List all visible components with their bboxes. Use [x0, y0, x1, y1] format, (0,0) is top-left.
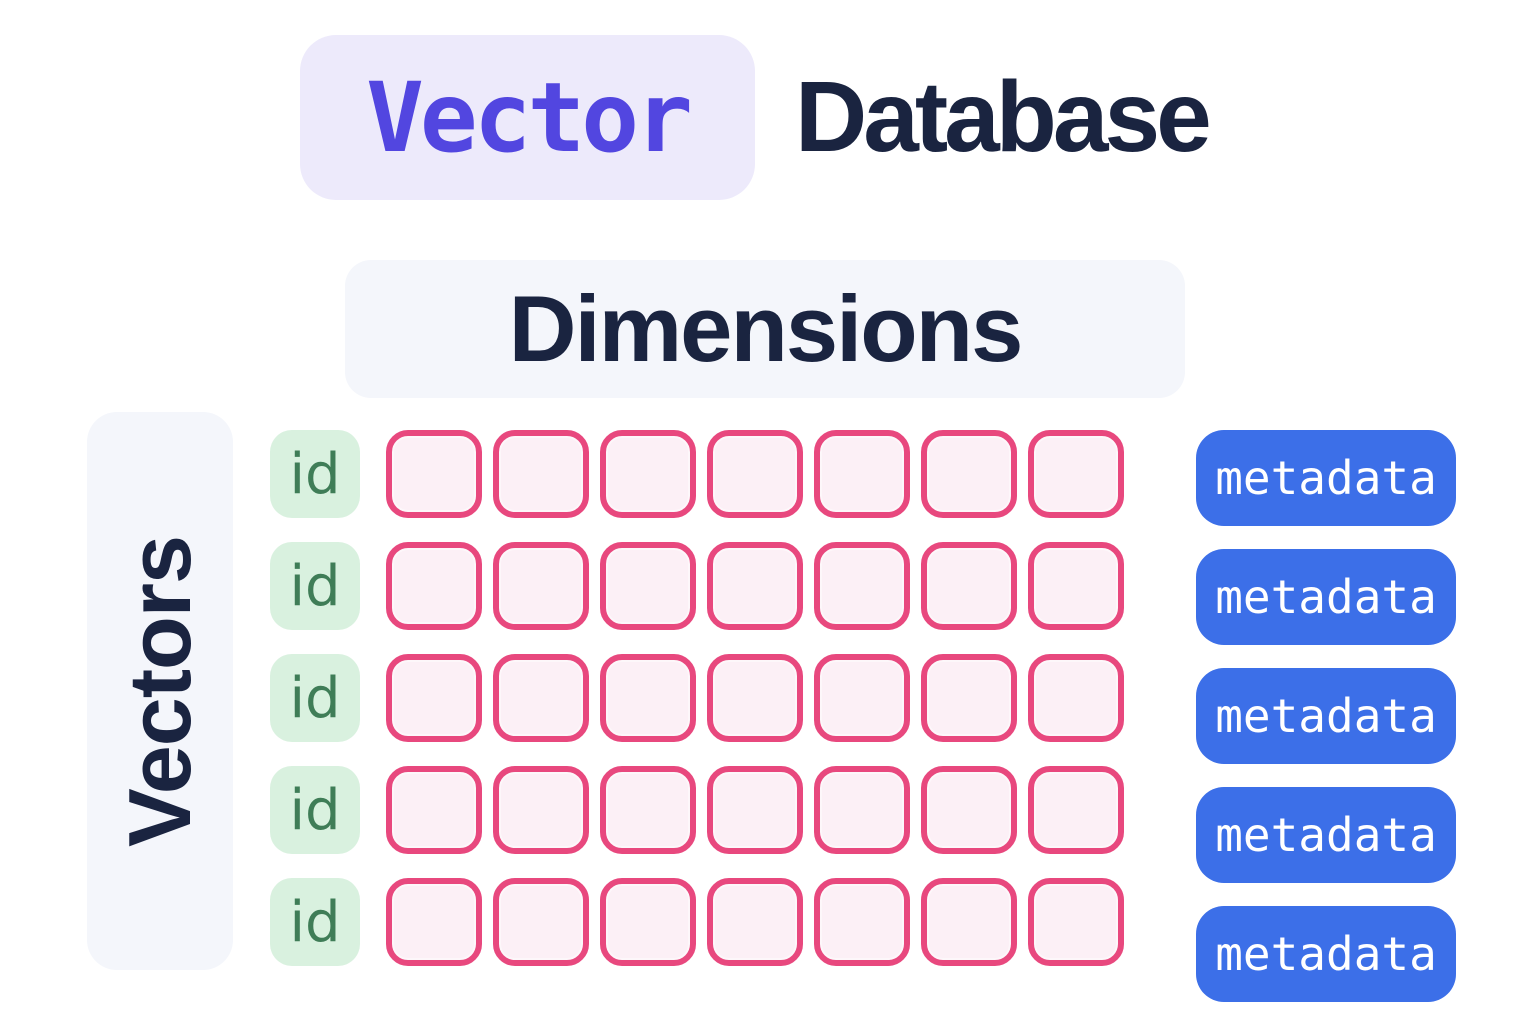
dimensions-header: Dimensions	[345, 260, 1185, 398]
dimension-cell	[707, 654, 803, 742]
dimension-cell	[707, 766, 803, 854]
dimension-cell	[1028, 766, 1124, 854]
dimension-cell	[921, 542, 1017, 630]
dimension-cell	[921, 878, 1017, 966]
dimension-cell	[600, 878, 696, 966]
dimension-cell	[386, 542, 482, 630]
dimension-cell	[814, 430, 910, 518]
dimension-cell	[707, 542, 803, 630]
vector-row: id	[270, 766, 1124, 854]
vector-row: id	[270, 878, 1124, 966]
dimension-cell	[600, 654, 696, 742]
metadata-pill: metadata	[1196, 430, 1456, 526]
dimension-cell	[814, 654, 910, 742]
vector-row: id	[270, 654, 1124, 742]
row-id-cell: id	[270, 766, 360, 854]
metadata-pill: metadata	[1196, 906, 1456, 1002]
metadata-pill: metadata	[1196, 668, 1456, 764]
dimension-cell	[493, 878, 589, 966]
dimension-cell	[814, 766, 910, 854]
dimension-cell	[1028, 878, 1124, 966]
dimension-cell	[386, 654, 482, 742]
dimension-cell	[1028, 430, 1124, 518]
vector-rows: id id id id id	[270, 430, 1124, 966]
vectors-sidebar: Vectors	[87, 412, 233, 970]
vector-row: id	[270, 542, 1124, 630]
dimension-cell	[493, 654, 589, 742]
dimension-cell	[1028, 654, 1124, 742]
dimensions-label: Dimensions	[508, 276, 1024, 381]
row-id-cell: id	[270, 430, 360, 518]
vector-badge: Vector	[300, 35, 755, 200]
dimension-cell	[921, 430, 1017, 518]
dimension-cell	[600, 542, 696, 630]
vector-row: id	[270, 430, 1124, 518]
dimension-cell	[707, 430, 803, 518]
row-id-cell: id	[270, 542, 360, 630]
vector-badge-label: Vector	[366, 61, 693, 174]
dimension-cell	[386, 430, 482, 518]
row-id-cell: id	[270, 878, 360, 966]
dimension-cell	[493, 542, 589, 630]
dimension-cell	[707, 878, 803, 966]
dimension-cell	[921, 654, 1017, 742]
dimension-cell	[1028, 542, 1124, 630]
dimension-cell	[493, 430, 589, 518]
dimension-cell	[600, 430, 696, 518]
dimension-cell	[921, 766, 1017, 854]
database-title-text: Database	[795, 61, 1212, 173]
metadata-pill: metadata	[1196, 787, 1456, 883]
vectors-label: Vectors	[110, 535, 209, 847]
dimension-cell	[814, 878, 910, 966]
dimension-cell	[814, 542, 910, 630]
metadata-pill: metadata	[1196, 549, 1456, 645]
row-id-cell: id	[270, 654, 360, 742]
dimension-cell	[386, 878, 482, 966]
dimension-cell	[386, 766, 482, 854]
metadata-column: metadata metadata metadata metadata metadata	[1196, 430, 1456, 1002]
diagram-title: Vector Database	[300, 35, 1212, 200]
dimension-cell	[600, 766, 696, 854]
dimension-cell	[493, 766, 589, 854]
